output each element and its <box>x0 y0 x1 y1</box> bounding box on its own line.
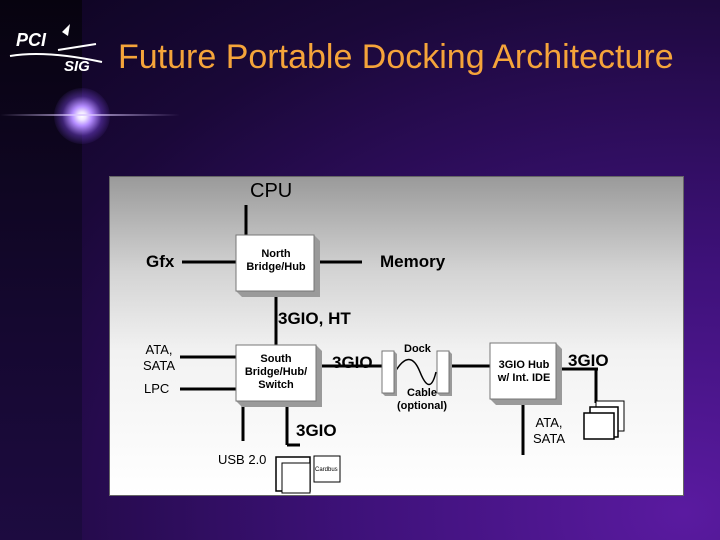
link-nb-sb-label: 3GIO, HT <box>278 309 351 328</box>
usb-label: USB 2.0 <box>218 452 267 467</box>
hub-box <box>489 342 562 405</box>
south-bridge-box <box>235 344 322 407</box>
logo-pci-text: PCI <box>16 30 47 50</box>
link-sb-dock-label: 3GIO <box>332 353 373 372</box>
glow-orb <box>54 88 110 144</box>
south-bridge-label: South Bridge/Hub/ Switch <box>244 353 308 391</box>
logo-swoosh <box>9 24 103 63</box>
dock-label: Dock <box>404 343 431 355</box>
cardbus-label: Cardbus <box>315 467 338 473</box>
cardbus-box <box>313 455 341 483</box>
glow-line <box>0 114 180 116</box>
ata-sata-left-label: ATA, SATA <box>142 342 176 373</box>
drive-right <box>583 400 625 440</box>
cable-curve <box>394 358 437 386</box>
north-bridge-box <box>235 234 320 297</box>
pci-sig-logo: PCI SIG <box>6 22 106 82</box>
north-bridge-label: North Bridge/Hub <box>246 248 306 273</box>
logo-sig-text: SIG <box>64 58 90 75</box>
usb-device <box>275 456 311 494</box>
dock-connector-right <box>436 350 452 396</box>
link-hub-label: 3GIO <box>568 351 609 370</box>
cable-label: Cable (optional) <box>396 387 448 412</box>
lpc-label: LPC <box>144 381 170 396</box>
memory-label: Memory <box>380 252 446 271</box>
hub-label: 3GIO Hub w/ Int. IDE <box>497 359 551 384</box>
link-sb-down-label: 3GIO <box>296 421 337 440</box>
dock-connector-left <box>381 350 397 396</box>
left-decor-strip <box>0 0 82 540</box>
diagram-panel: CPU Gfx Memory North Bridge/Hub 3GIO, HT… <box>109 176 684 496</box>
ata-sata-right-label: ATA, SATA <box>532 415 566 446</box>
diagram-lines <box>180 205 625 494</box>
gfx-label: Gfx <box>146 252 175 271</box>
page-title: Future Portable Docking Architecture <box>118 38 674 76</box>
cpu-label: CPU <box>250 180 293 202</box>
